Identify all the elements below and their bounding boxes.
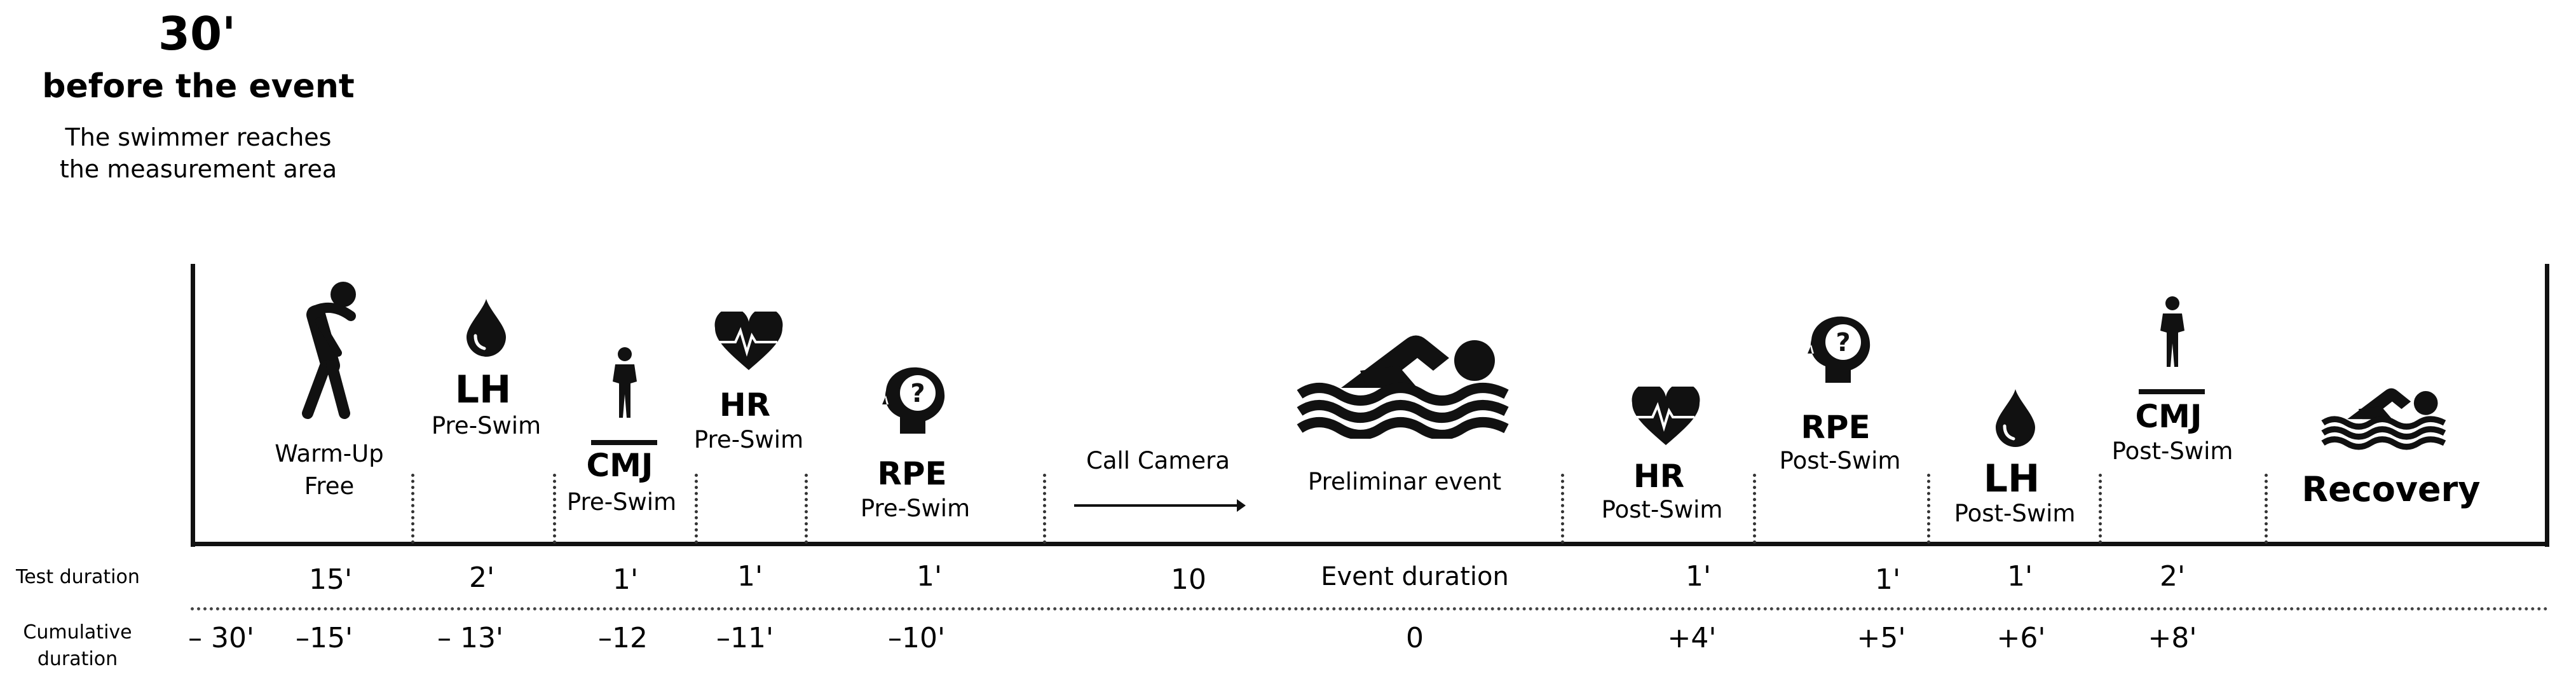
test-duration-value: 1' [1874,563,1901,596]
separator [1561,474,1564,544]
separator [1753,474,1756,544]
brain-question-icon: ? [1808,316,1871,383]
cmj-post-title: CMJ [2135,398,2202,435]
separator [553,474,556,544]
cumulative-value: +8' [2148,622,2197,654]
separator [411,474,414,544]
test-duration-value: 10 [1171,563,1206,596]
swimmer-icon [2321,388,2446,450]
test-duration-value: 1' [612,563,639,596]
lh-pre-subtitle: Pre-Swim [431,412,542,439]
cumulative-label-line2: duration [37,648,118,670]
test-duration-value: 1' [2007,560,2033,593]
warmup-label-line2: Free [304,472,355,500]
hr-post-subtitle: Post-Swim [1601,496,1723,523]
header-subtitle: before the event [42,67,355,106]
timeline-baseline [191,542,2549,546]
cmj-post-subtitle: Post-Swim [2111,437,2233,465]
separator [695,474,698,544]
cmj-pre-bar [591,440,657,445]
cumulative-value: +5' [1857,622,1906,654]
cmj-post-bar [2139,389,2205,394]
timeline-left-border [191,264,195,547]
test-duration-value: 2' [2159,560,2186,593]
svg-text:?: ? [1836,328,1850,357]
swimmer-icon [1297,335,1509,439]
rpe-post-title: RPE [1801,409,1871,446]
test-duration-value: 15' [308,563,353,596]
lh-post-subtitle: Post-Swim [1954,500,2076,527]
brain-question-icon: ? [882,367,945,434]
standing-person-icon [2160,296,2184,367]
cumulative-value: –10' [887,622,946,654]
separator [805,474,808,544]
water-drop-icon [467,299,506,357]
cumulative-value: 0 [1406,622,1424,654]
cumulative-label-line1: Cumulative [23,621,132,643]
test-duration-label: Test duration [16,566,140,588]
cmj-pre-subtitle: Pre-Swim [566,488,677,516]
warmup-label-line1: Warm-Up [275,440,384,467]
call-camera-label: Call Camera [1086,447,1230,474]
cumulative-value: –15' [295,622,353,654]
cumulative-value: – 13' [437,622,504,654]
timeline-right-border [2545,264,2549,547]
rpe-pre-title: RPE [877,455,947,492]
row-separator [191,607,2549,610]
lh-post-title: LH [1983,457,2040,501]
test-duration-value: 1' [916,560,943,593]
separator [2099,474,2102,544]
rpe-pre-subtitle: Pre-Swim [860,495,971,522]
standing-person-icon [613,347,637,418]
cumulative-value: –12 [598,622,648,654]
test-duration-value: Event duration [1321,562,1509,591]
heart-rate-icon [714,312,783,370]
rpe-post-subtitle: Post-Swim [1779,447,1901,474]
separator [1927,474,1930,544]
cumulative-value: –11' [716,622,774,654]
test-duration-value: 2' [468,561,495,594]
test-duration-value: 1' [737,560,763,593]
recovery-title: Recovery [2301,469,2481,509]
hr-post-title: HR [1633,458,1685,495]
header-time: 30' [158,7,236,60]
hr-pre-subtitle: Pre-Swim [693,426,804,453]
separator [2265,474,2268,544]
separator [1043,474,1046,544]
arrow-right-icon [1074,499,1246,512]
header-description-line1: The swimmer reaches [65,123,332,151]
stretching-person-icon [302,282,356,419]
cumulative-value: +4' [1667,622,1717,654]
heart-rate-icon [1632,387,1700,445]
cumulative-value: – 30' [187,622,255,654]
test-duration-value: 1' [1685,560,1712,593]
hr-pre-title: HR [719,387,771,423]
cumulative-value: +6' [1996,622,2046,654]
header-description-line2: the measurement area [59,155,337,183]
water-drop-icon [1996,389,2035,447]
svg-text:?: ? [910,379,925,408]
lh-pre-title: LH [454,368,512,412]
cmj-pre-title: CMJ [586,447,653,484]
event-label: Preliminar event [1307,468,1502,495]
